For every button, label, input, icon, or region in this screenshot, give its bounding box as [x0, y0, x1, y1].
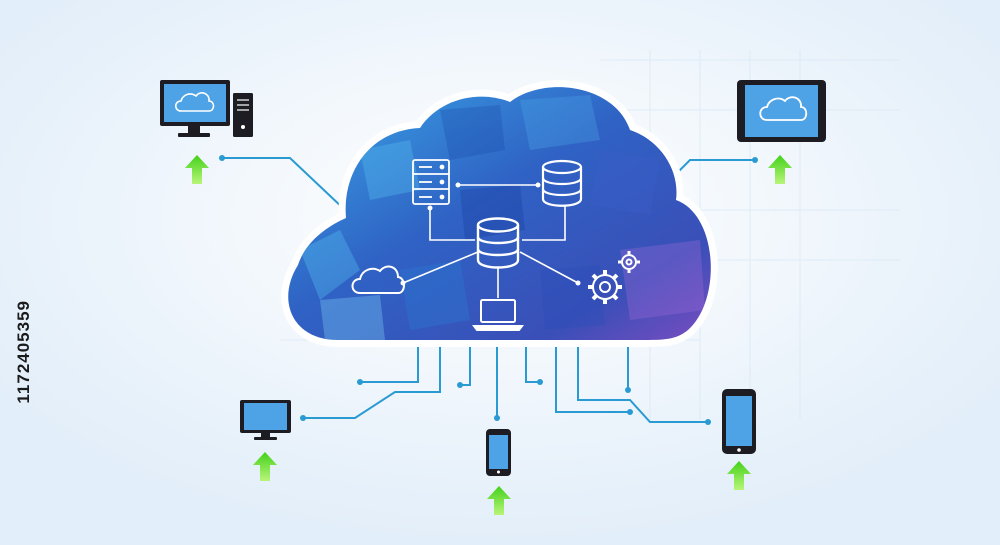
monitor-screen [244, 403, 287, 430]
server-rack-icon [412, 159, 450, 205]
cloud-internal-links [402, 184, 579, 298]
image-id-label: 1172405359 [14, 300, 33, 404]
cloud-shape [281, 80, 718, 347]
upload-arrow-icon [253, 452, 277, 481]
cloud-icon [174, 92, 215, 112]
upload-arrow-icon [185, 155, 209, 184]
monitor-screen [164, 84, 226, 122]
phone-screen [489, 435, 508, 469]
upload-arrow-icon [487, 486, 511, 515]
upload-arrow-icon [768, 155, 792, 184]
database-icon [541, 159, 583, 207]
cloud-icon [351, 265, 405, 294]
smartphone [486, 429, 511, 476]
gears-icon [588, 251, 640, 304]
tablet-screen [745, 85, 818, 137]
phone-screen [726, 396, 752, 446]
monitor [240, 400, 291, 440]
tablet [737, 80, 826, 142]
cloud-icon [759, 96, 808, 121]
desktop-computer [160, 80, 253, 137]
large-smartphone [722, 389, 756, 454]
laptop-icon [472, 299, 524, 331]
upload-arrow-icon [727, 461, 751, 490]
upload-arrows [185, 155, 792, 515]
connector-dots [219, 155, 758, 425]
database-center-icon [476, 217, 520, 269]
pc-tower [233, 93, 253, 137]
